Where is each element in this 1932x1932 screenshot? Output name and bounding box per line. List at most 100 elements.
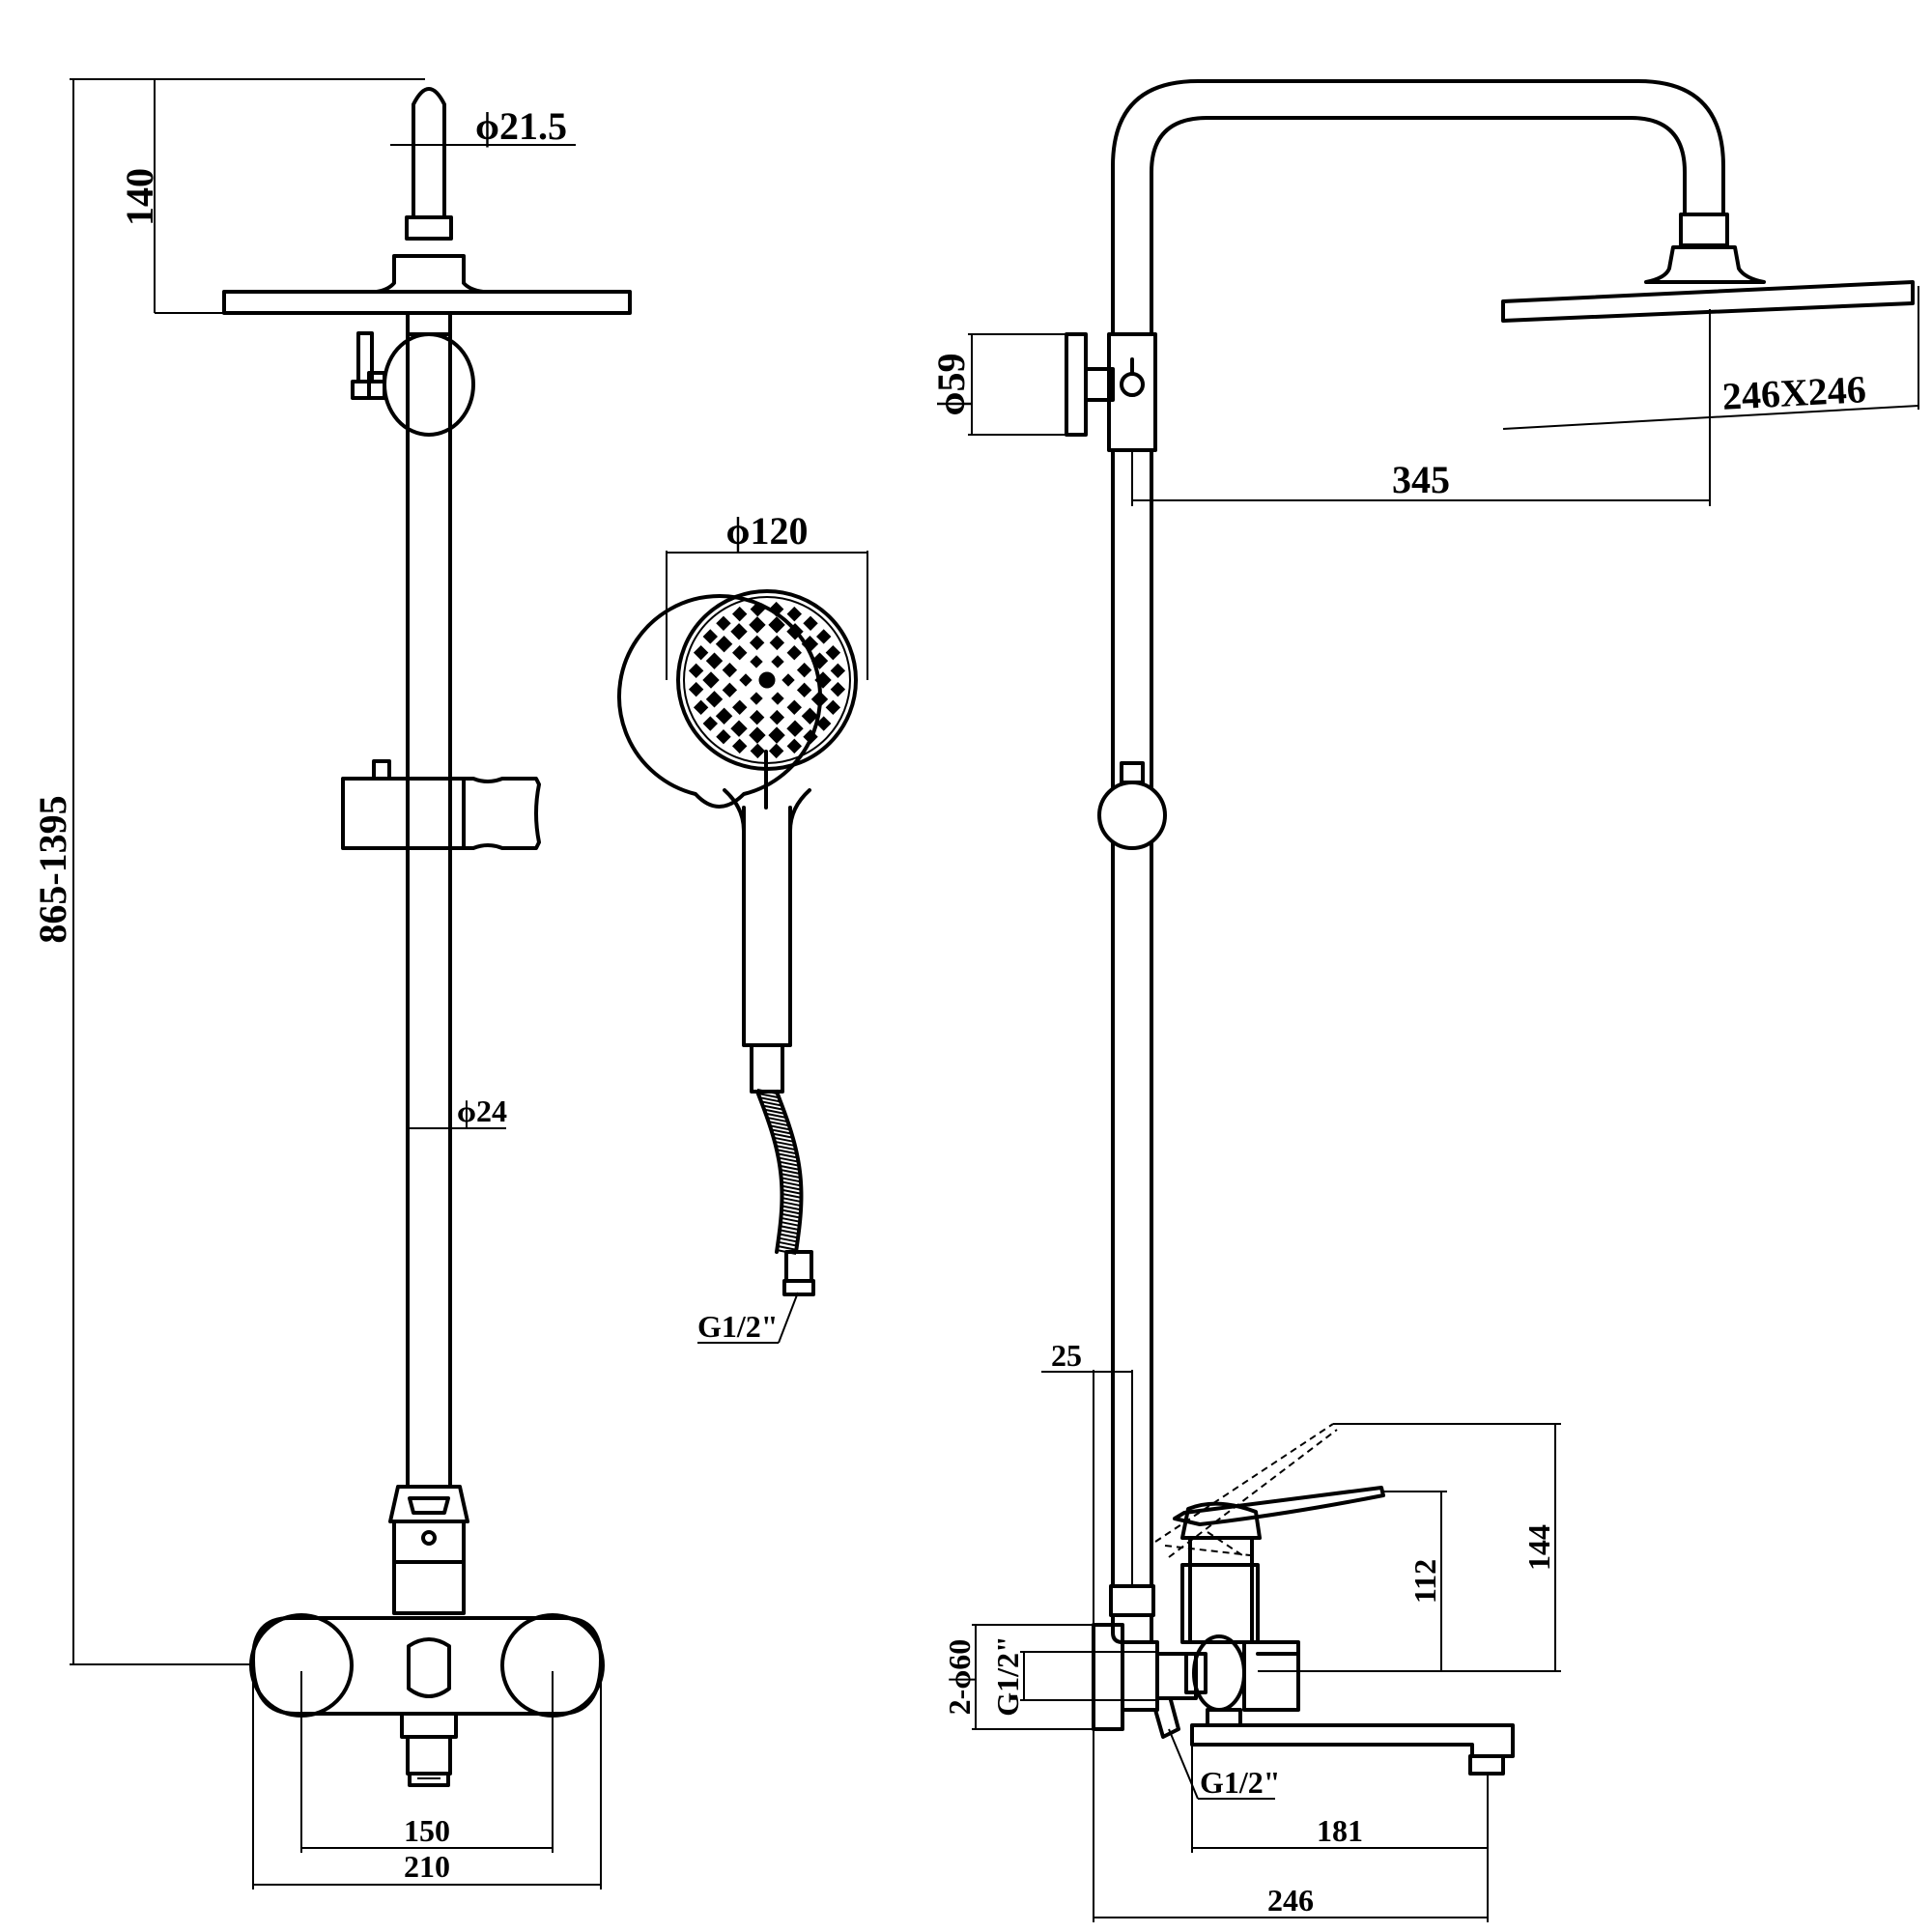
hose-coil <box>781 1205 802 1211</box>
hand-shower-head <box>617 594 822 809</box>
hand-shower-handle <box>742 806 792 1047</box>
side-bracket-stem <box>1084 367 1115 402</box>
spray-nozzle <box>693 699 709 716</box>
side-dimensions: ϕ59 246X246 345 25 144 112 <box>929 286 1919 1922</box>
side-valve-cap <box>1242 1640 1300 1712</box>
spray-nozzle <box>749 635 765 651</box>
front-diverter-collar <box>392 1520 466 1564</box>
hose-coil <box>776 1145 796 1151</box>
hose-coil <box>781 1197 802 1204</box>
hand-shower-spray-pattern <box>688 601 846 759</box>
dim-riser-diameter: ϕ24 <box>457 1094 507 1128</box>
hose-coil <box>779 1233 799 1239</box>
hose-coil <box>767 1117 788 1123</box>
dim-total-projection: 246 <box>1267 1883 1314 1918</box>
front-dimensions: 865-1395 140 ϕ21.5 ϕ24 150 210 <box>31 78 602 1889</box>
side-upper-clamp <box>1107 332 1157 452</box>
front-diverter-window <box>408 1496 450 1515</box>
spray-nozzle <box>803 615 818 631</box>
side-riser-elbow <box>1111 1613 1153 1644</box>
spray-nozzle <box>769 709 785 725</box>
inlet-thread-label: G1/2" <box>990 1635 1025 1717</box>
spray-nozzle <box>749 709 765 725</box>
hose-coil <box>759 1096 781 1103</box>
front-mixer-handle <box>407 1637 451 1698</box>
hose-coil <box>780 1164 800 1171</box>
spray-nozzle <box>769 635 785 651</box>
outlet-thread-label: G1/2" <box>1200 1765 1281 1800</box>
spray-nozzle <box>771 692 784 705</box>
hose-coil <box>761 1100 781 1107</box>
hose-coil <box>771 1128 792 1135</box>
side-mixer-cartridge <box>1188 1536 1254 1644</box>
spray-nozzle <box>705 691 724 708</box>
side-view: ϕ59 246X246 345 25 144 112 <box>929 79 1919 1922</box>
hose-coil <box>781 1188 802 1195</box>
dim-hand-shower-diameter: ϕ120 <box>726 509 809 553</box>
spray-nozzle <box>688 663 704 679</box>
hose-coil <box>781 1212 801 1219</box>
spray-nozzle <box>702 671 720 689</box>
hand-shower-hose <box>755 1089 804 1255</box>
hand-shower-view: ϕ120 G1/2" <box>617 509 868 1344</box>
spray-nozzle <box>715 707 733 724</box>
hose-coil <box>772 1132 793 1139</box>
hose-coil <box>781 1201 802 1208</box>
front-riser-pipe <box>406 332 452 1489</box>
dim-head-drop: 140 <box>118 168 161 226</box>
spray-nozzle <box>786 623 804 640</box>
side-wall-flange <box>1065 332 1088 437</box>
spray-nozzle <box>786 720 804 737</box>
side-head-collar <box>1644 245 1766 284</box>
spray-nozzle <box>796 682 812 698</box>
front-spout-neck <box>400 1712 458 1739</box>
side-shower-arm <box>1111 79 1725 335</box>
hose-coil <box>774 1136 794 1143</box>
hand-shower-hose-cone <box>750 1043 784 1094</box>
spray-nozzle <box>730 623 748 640</box>
front-diverter-lever <box>351 331 386 400</box>
dim-body-width: 210 <box>404 1849 450 1884</box>
spray-nozzle <box>731 738 748 754</box>
dim-lever-open-height: 144 <box>1521 1524 1556 1571</box>
front-holder-knob <box>372 759 391 781</box>
hose-coil <box>781 1192 802 1199</box>
spray-nozzle <box>801 636 819 653</box>
dim-overall-height: 865-1395 <box>31 795 74 943</box>
side-valve-knob <box>1192 1634 1246 1712</box>
hose-coil <box>764 1108 785 1115</box>
dim-riser-offset: 25 <box>1051 1338 1082 1373</box>
hose-coil <box>778 1236 798 1243</box>
spray-nozzle <box>750 743 766 759</box>
front-spout <box>406 1735 452 1776</box>
dim-outlet-centers: 150 <box>404 1813 450 1848</box>
hand-shower-handle-neck <box>723 788 811 833</box>
spray-nozzle <box>722 682 738 698</box>
front-shower-arm <box>412 87 446 219</box>
side-rain-head <box>1501 280 1915 323</box>
spray-nozzle <box>715 636 733 653</box>
dim-spout: 181 <box>1317 1813 1363 1848</box>
side-spout-tip <box>1468 1754 1505 1776</box>
front-wall-bracket <box>383 332 475 437</box>
side-slide-holder <box>1097 781 1167 850</box>
hose-coil <box>778 1156 799 1163</box>
spray-nozzle <box>750 692 763 705</box>
hose-coil <box>778 1152 798 1159</box>
spray-nozzle <box>810 652 829 669</box>
hose-coil <box>781 1180 802 1187</box>
spray-nozzle <box>716 729 731 745</box>
hand-shower-dimensions: ϕ120 G1/2" <box>666 509 868 1344</box>
side-spout-nut <box>1206 1708 1242 1727</box>
hose-coil <box>769 1121 789 1127</box>
spray-nozzle <box>730 720 748 737</box>
hose-coil <box>766 1112 786 1119</box>
hose-coil <box>781 1177 802 1183</box>
hose-coil <box>781 1184 802 1191</box>
hose-coil <box>780 1220 801 1227</box>
spray-nozzle <box>768 616 785 634</box>
spray-nozzle <box>816 629 832 644</box>
spray-nozzle <box>786 738 803 754</box>
spray-nozzle <box>796 662 812 678</box>
